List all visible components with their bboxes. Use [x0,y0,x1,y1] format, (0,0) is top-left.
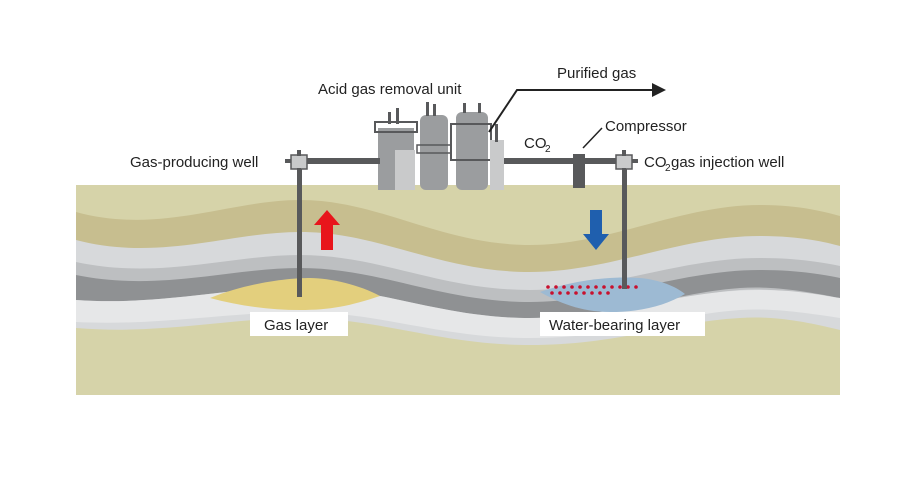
production-up-arrow-icon [314,210,340,250]
svg-text:2: 2 [665,163,671,174]
svg-text:2: 2 [545,144,551,155]
purified-gas-label: Purified gas [557,65,636,82]
gas-layer-label-box: Gas layer [250,312,348,336]
purified-gas-line [488,83,666,133]
gas-layer-label: Gas layer [264,317,328,334]
co2-injection-well [610,150,638,289]
injection-down-arrow-icon [583,210,609,250]
compressor-label: Compressor [605,118,687,135]
gas-producing-well [285,150,313,297]
compressor-leader [582,127,603,149]
underground-strata [76,185,840,395]
compressor [573,154,585,188]
co2-injection-well-label: CO 2 gas injection well [644,154,784,174]
svg-text:CO: CO [644,154,667,171]
acid-gas-removal-unit-label: Acid gas removal unit [318,81,462,98]
water-layer-label-box: Water-bearing layer [540,312,705,336]
acid-gas-removal-unit [374,102,504,190]
svg-text:gas injection well: gas injection well [671,154,784,171]
gas-layer-fill [210,278,380,310]
co2-dots [546,285,638,295]
water-bearing-layer-label: Water-bearing layer [549,317,680,334]
purified-gas-arrow-icon [652,83,666,97]
gas-producing-well-label: Gas-producing well [130,154,258,171]
water-layer-fill [540,277,685,312]
svg-text:CO: CO [524,135,547,152]
dark-gray-band [76,268,840,318]
co2-pipe-label: CO 2 [524,135,551,155]
surface-pipes [302,158,623,164]
